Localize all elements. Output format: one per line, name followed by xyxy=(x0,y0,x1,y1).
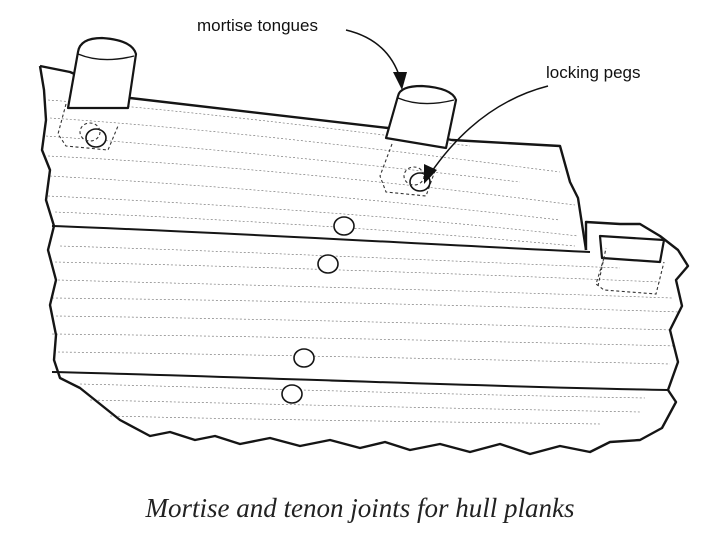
plank-seam-upper xyxy=(51,225,591,253)
hull-outline xyxy=(38,65,690,456)
label-mortise-tongues: mortise tongues xyxy=(197,16,318,35)
locking-peg xyxy=(333,216,355,236)
tongue-left xyxy=(66,36,138,110)
locking-peg xyxy=(317,254,339,274)
tongue-right xyxy=(384,84,458,150)
callout-arrow-pegs xyxy=(424,85,549,184)
mortise-slot xyxy=(595,234,666,295)
locking-peg xyxy=(293,348,315,368)
plank-seam-lower xyxy=(51,371,669,391)
locking-peg xyxy=(85,128,107,148)
hidden-mortise-left xyxy=(57,103,119,151)
figure-caption: Mortise and tenon joints for hull planks xyxy=(145,493,575,523)
callout-arrow-tongues xyxy=(345,29,407,90)
locking-peg xyxy=(281,384,303,404)
locking-pegs xyxy=(79,122,431,404)
label-locking-pegs: locking pegs xyxy=(546,63,641,82)
wood-grain xyxy=(45,99,681,425)
